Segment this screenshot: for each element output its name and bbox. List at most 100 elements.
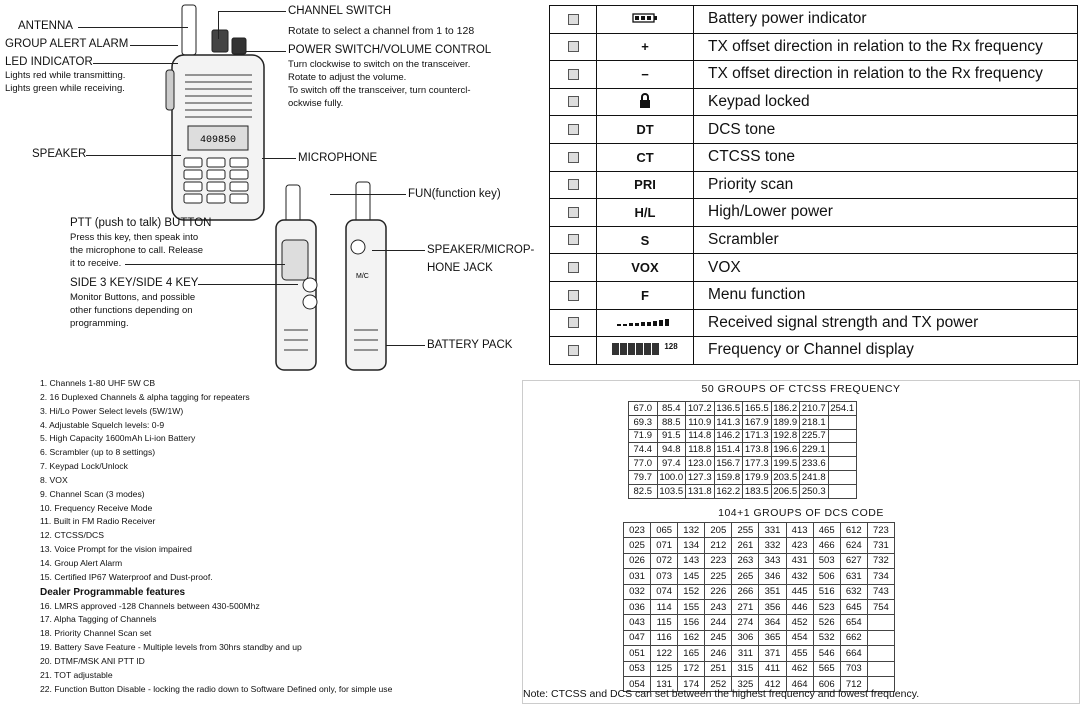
table-cell: 631 (839, 568, 868, 585)
table-cell: 446 (785, 598, 814, 616)
table-cell: 343 (758, 552, 787, 570)
table-cell: 244 (704, 614, 733, 631)
table-cell: 526 (812, 614, 841, 631)
table-cell: 118.8 (685, 442, 715, 458)
lock-icon (639, 92, 651, 112)
icon-description: CTCSS tone (693, 142, 1078, 172)
table-cell: 371 (758, 645, 787, 662)
table-cell: 192.8 (770, 428, 800, 444)
table-cell: 85.4 (656, 401, 686, 416)
speaker-label: SPEAKER (32, 148, 87, 160)
feature-item: 22. Function Button Disable - locking th… (40, 683, 393, 694)
table-cell: 243 (704, 598, 733, 616)
icon-description: TX offset direction in relation to the R… (693, 60, 1078, 89)
table-cell: 171.3 (742, 428, 772, 444)
row-checkbox (549, 60, 597, 89)
table-cell (866, 645, 895, 662)
table-cell: 82.5 (628, 483, 658, 499)
table-cell: 074 (650, 583, 679, 600)
table-cell: 703 (839, 660, 868, 677)
row-checkbox (549, 32, 597, 62)
feature-item: 19. Battery Save Feature - Multiple leve… (40, 642, 302, 653)
table-cell: 141.3 (713, 414, 743, 430)
table-cell: 306 (731, 629, 760, 647)
icon-description: High/Lower power (693, 198, 1078, 227)
table-cell: 155 (677, 598, 706, 616)
feature-item: 7. Keypad Lock/Unlock (40, 461, 128, 472)
row-checkbox (549, 115, 597, 144)
table-cell: 116 (650, 629, 679, 647)
icon-symbol-text: DT (636, 122, 654, 138)
side-keys-line-1: Monitor Buttons, and possible (70, 292, 196, 303)
table-cell: 225 (704, 568, 733, 585)
feature-item: 2. 16 Duplexed Channels & alpha tagging … (40, 391, 250, 402)
table-cell: 071 (650, 537, 679, 554)
table-cell: 612 (839, 521, 868, 539)
row-checkbox (549, 5, 597, 34)
row-checkbox (549, 170, 597, 200)
table-cell: 732 (866, 552, 895, 570)
power-switch-line-2: Rotate to adjust the volume. (288, 72, 407, 83)
feature-item: 14. Group Alert Alarm (40, 557, 123, 568)
table-cell: 132 (677, 521, 706, 539)
icon-row: Keypad locked (549, 87, 1078, 117)
feature-item: 21. TOT adjustable (40, 669, 113, 680)
table-cell: 311 (731, 645, 760, 662)
icon-symbol-text: + (641, 39, 649, 55)
table-cell: 743 (866, 583, 895, 600)
side-keys-line-2: other functions depending on (70, 305, 193, 316)
table-cell: 346 (758, 568, 787, 585)
table-cell: 462 (785, 660, 814, 677)
table-cell: 162.2 (713, 483, 743, 499)
table-cell: 114.8 (685, 428, 715, 444)
dcs-title: 104+1 GROUPS OF DCS CODE (718, 507, 884, 519)
row-checkbox (549, 87, 597, 117)
icon-row: 128 Frequency or Channel display (549, 336, 1078, 365)
table-cell: 152 (677, 583, 706, 600)
dealer-heading: Dealer Programmable features (40, 586, 186, 598)
table-cell: 523 (812, 598, 841, 616)
table-cell: 151.4 (713, 442, 743, 458)
table-cell: 411 (758, 660, 787, 677)
table-cell: 664 (839, 645, 868, 662)
icon-symbol-text: 128 (664, 341, 678, 351)
table-cell: 047 (622, 629, 652, 647)
table-cell (866, 660, 895, 677)
table-cell: 546 (812, 645, 841, 662)
icon-symbol-text: PRI (634, 177, 656, 193)
feature-item: 20. DTMF/MSK ANI PTT ID (40, 655, 145, 666)
table-cell: 261 (731, 537, 760, 554)
table-cell: 218.1 (799, 414, 829, 430)
table-cell: 159.8 (713, 469, 743, 485)
icon-description: Scrambler (693, 225, 1078, 255)
table-cell: 229.1 (799, 442, 829, 458)
table-cell (827, 456, 857, 471)
display-icon-table: Battery power indicator+TX offset direct… (549, 5, 1078, 365)
table-cell (827, 483, 857, 499)
led-indicator-label: LED INDICATOR (5, 56, 93, 68)
table-cell: 072 (650, 552, 679, 570)
table-cell: 023 (622, 521, 652, 539)
table-cell: 624 (839, 537, 868, 554)
icon-description: Frequency or Channel display (693, 336, 1078, 365)
row-checkbox (549, 253, 597, 282)
icon-description: TX offset direction in relation to the R… (693, 32, 1078, 62)
table-cell: 225.7 (799, 428, 829, 444)
table-cell: 79.7 (628, 469, 658, 485)
table-cell: 073 (650, 568, 679, 585)
table-cell: 731 (866, 537, 895, 554)
table-cell: 036 (622, 598, 652, 616)
table-cell: 026 (622, 552, 652, 570)
